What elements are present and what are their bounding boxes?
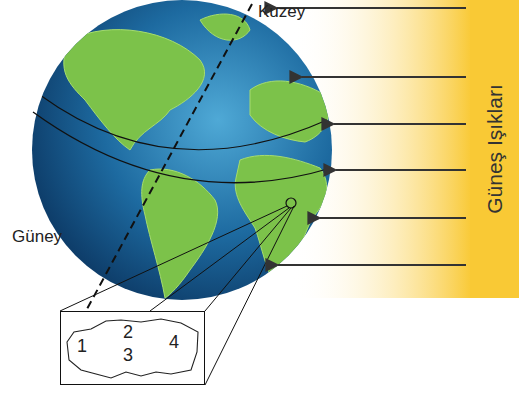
leader-lines <box>60 206 294 385</box>
map-inset: 1 2 3 4 <box>60 311 205 385</box>
earth-axis <box>80 4 252 322</box>
direction-label: Kuzey <box>258 3 305 22</box>
latitude-line <box>33 112 331 183</box>
region-number: 3 <box>123 346 133 366</box>
region-number: 2 <box>123 323 133 343</box>
turkey-marker <box>286 198 296 208</box>
direction-label: Güney <box>12 228 62 247</box>
sun-rays <box>277 8 466 265</box>
continents <box>0 0 329 298</box>
band-title: Güneş Işıkları <box>483 84 506 214</box>
region-number: 1 <box>77 337 87 357</box>
region-number: 4 <box>169 333 179 353</box>
latitude-line <box>40 95 327 150</box>
sunlight-band: Güneş Işıkları <box>470 0 519 298</box>
